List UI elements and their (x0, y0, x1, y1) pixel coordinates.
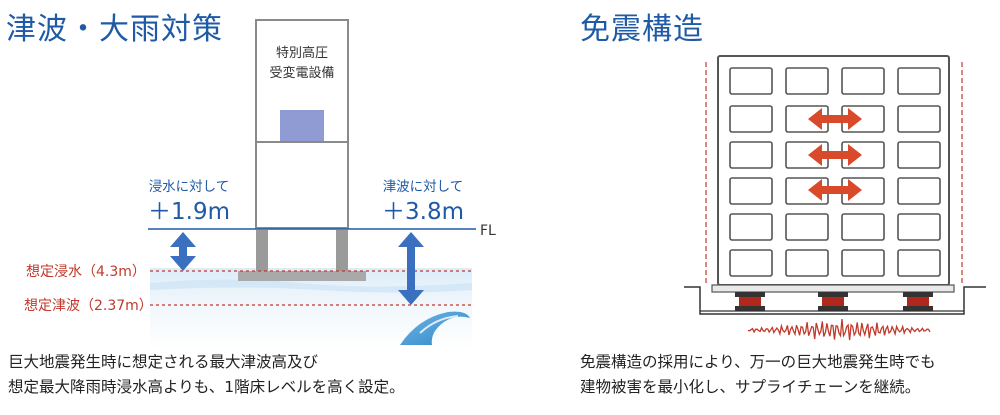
sway-arrow-3 (808, 179, 862, 201)
tsunami-caption: 巨大地震発生時に想定される最大津波高及び 想定最大降雨時浸水高よりも、1階床レベ… (8, 350, 405, 400)
isolator-right (903, 292, 933, 311)
building-window (897, 249, 941, 277)
isolator-left (735, 292, 765, 311)
building-window (729, 177, 773, 205)
building-windows (729, 67, 941, 277)
equipment-label-line-1: 特別高圧 (276, 45, 328, 61)
flood-margin-value: ＋1.9m (148, 199, 230, 225)
building-window (785, 249, 829, 277)
tsunami-caption-line-1: 巨大地震発生時に想定される最大津波高及び (8, 353, 319, 371)
building-window (897, 177, 941, 205)
building-window (897, 141, 941, 169)
tsunami-margin-value: ＋3.8m (382, 199, 464, 225)
flood-margin-arrow (170, 232, 196, 271)
building-window (785, 213, 829, 241)
building-window (841, 249, 885, 277)
tsunami-section-title: 津波・大雨対策 (6, 12, 223, 47)
building-window (841, 67, 885, 95)
building-window (729, 141, 773, 169)
flood-margin-label: 浸水に対して (149, 179, 230, 195)
building-window (729, 67, 773, 95)
flood-level-label: 想定浸水（4.3m） (26, 264, 146, 280)
building-window (729, 213, 773, 241)
floor-level-label: FL (480, 223, 496, 239)
seismic-caption: 免震構造の採用により、万一の巨大地震発生時でも 建物被害を最小化し、サプライチェ… (580, 350, 936, 400)
seismic-wave (747, 319, 931, 341)
substation-equipment (280, 110, 324, 141)
building-window (785, 67, 829, 95)
building-frame (255, 19, 349, 229)
seismic-section-title: 免震構造 (580, 12, 704, 47)
pillar-left (256, 230, 268, 272)
building-window (729, 105, 773, 133)
building-window (841, 213, 885, 241)
tsunami-caption-line-2: 想定最大降雨時浸水高よりも、1階床レベルを高く設定。 (8, 378, 405, 396)
sway-arrow-2 (808, 144, 862, 166)
tsunami-margin-arrow (398, 232, 424, 305)
wave-band (150, 279, 472, 293)
sway-arrows (808, 108, 862, 201)
building-window (729, 249, 773, 277)
tsunami-level-label: 想定津波（2.37m） (24, 298, 153, 314)
tsunami-margin-label: 津波に対して (383, 179, 464, 195)
tsunami-wave-crest (419, 315, 459, 334)
equipment-label-line-2: 受変電設備 (269, 65, 334, 81)
seismic-diagram (684, 55, 986, 341)
tsunami-diagram: 特別高圧 受変電設備 FL 想定浸水（4.3m） 想定津波（2.37m） 浸水に… (24, 19, 496, 348)
foundation (238, 271, 366, 281)
building-window (897, 105, 941, 133)
isolation-pit (684, 286, 986, 315)
pillar-right (336, 230, 348, 272)
sway-arrow-1 (808, 108, 862, 130)
seismic-caption-line-1: 免震構造の採用により、万一の巨大地震発生時でも (580, 353, 936, 371)
isolator-center (818, 292, 848, 311)
tsunami-wave (400, 311, 470, 345)
building-window (897, 67, 941, 95)
base-slab (711, 284, 955, 293)
seismic-caption-line-2: 建物被害を最小化し、サプライチェーンを継続。 (580, 378, 921, 396)
building-window (897, 213, 941, 241)
